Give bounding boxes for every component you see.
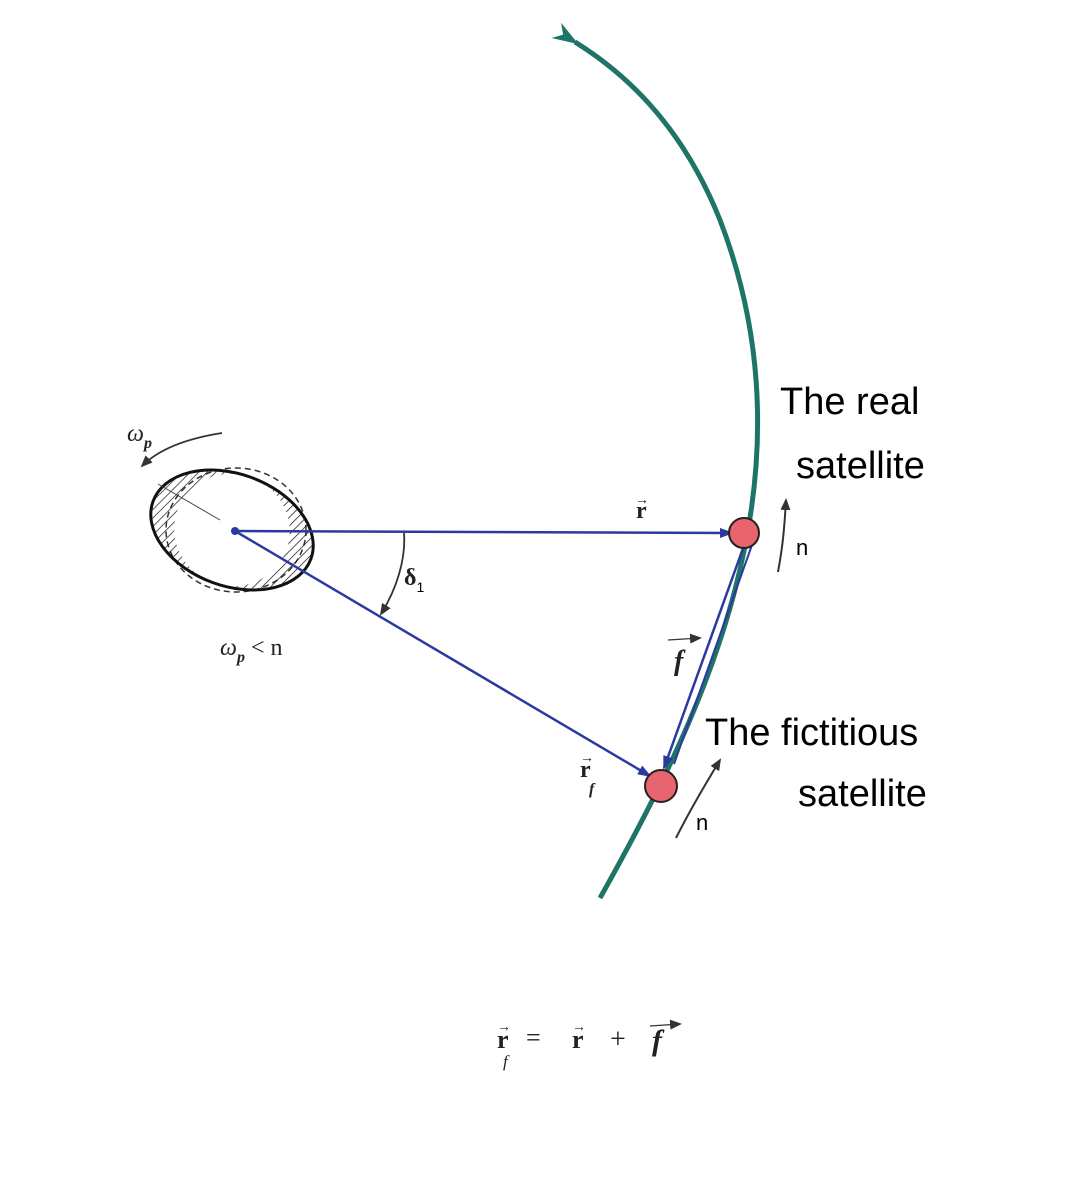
- fictitious-satellite-label-line1: The fictitious: [705, 712, 918, 754]
- vector-f-overarrow: [667, 633, 702, 644]
- equation-lhs-overarrow: →: [497, 1020, 511, 1035]
- angle-delta-arc: [379, 532, 406, 616]
- vector-r-overarrow: →: [635, 493, 649, 508]
- equation-term1: r: [572, 1025, 584, 1054]
- vector-rf-overarrow: →: [580, 751, 594, 766]
- equation-term2-overarrow: [649, 1019, 682, 1030]
- omega-p-label: ωp: [127, 421, 152, 452]
- vector-f-label: f: [674, 646, 686, 677]
- real-satellite: [728, 517, 760, 549]
- real-satellite-label-line2: satellite: [796, 445, 925, 487]
- tidal-bulge-outline: [149, 468, 315, 592]
- vector-f-arrow: [662, 539, 748, 770]
- vector-f-double-line: [673, 544, 753, 765]
- n-fictitious-label: n: [696, 810, 708, 835]
- equation-term1-overarrow: →: [572, 1020, 586, 1035]
- real-satellite-label-line1: The real: [780, 381, 919, 423]
- planet-body: [140, 460, 330, 600]
- orbit-path: [551, 22, 760, 900]
- n-real-label: n: [796, 535, 808, 560]
- condition-label: ωp < n: [220, 635, 283, 666]
- bulge-axis-line: [157, 483, 221, 521]
- fictitious-satellite-label-line2: satellite: [798, 773, 927, 815]
- vector-r-arrow: [234, 527, 734, 538]
- vector-r-label: r: [636, 498, 647, 524]
- fictitious-satellite: [644, 769, 678, 803]
- real-motion-arrow: [777, 498, 791, 573]
- equation-equals: =: [526, 1023, 541, 1052]
- equation-plus: +: [610, 1024, 626, 1055]
- rotation-arrow: [140, 432, 223, 468]
- angle-delta-label: δ1: [404, 565, 424, 595]
- equation-term2: f: [652, 1024, 665, 1057]
- vector-rf-arrow: [234, 529, 652, 778]
- fictitious-motion-arrow: [675, 758, 722, 839]
